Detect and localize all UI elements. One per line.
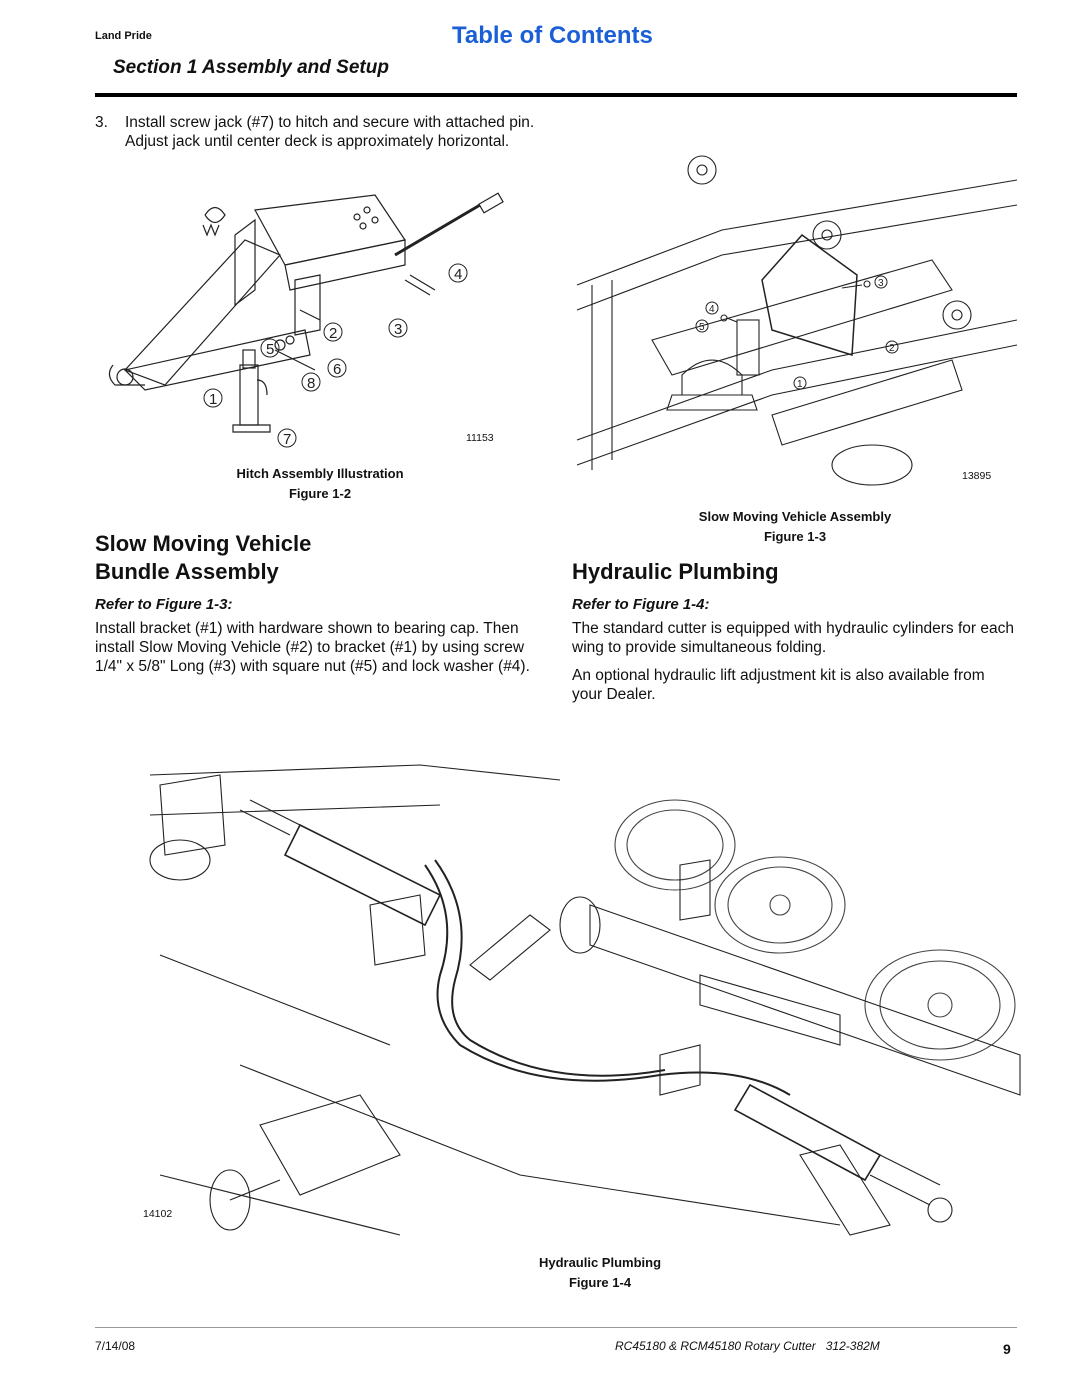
callout-4: 4 bbox=[454, 266, 462, 283]
step-text: Install screw jack (#7) to hitch and sec… bbox=[125, 114, 535, 150]
figure-1-4-caption: Hydraulic Plumbing Figure 1-4 bbox=[470, 1253, 730, 1293]
smv-section: Slow Moving Vehicle Bundle Assembly Refe… bbox=[95, 530, 545, 685]
figure-1-2-label: Figure 1-2 bbox=[288, 486, 352, 501]
figure-1-3-title: Slow Moving Vehicle Assembly bbox=[698, 509, 892, 524]
callout-6: 6 bbox=[333, 361, 341, 378]
figure-1-2-part-number: 11153 bbox=[466, 432, 494, 444]
callout-1: 1 bbox=[209, 391, 217, 408]
figure-1-4-title: Hydraulic Plumbing bbox=[538, 1255, 662, 1270]
hitch-assembly-illustration: 1 2 3 4 5 6 7 8 bbox=[105, 180, 535, 460]
hydraulic-plumbing-illustration bbox=[140, 755, 1025, 1255]
header-rule bbox=[95, 93, 1017, 97]
callout-3: 3 bbox=[878, 278, 884, 289]
footer-model: RC45180 & RCM45180 Rotary Cutter 312-382… bbox=[615, 1339, 880, 1353]
hydraulic-section: Hydraulic Plumbing Refer to Figure 1-4: … bbox=[572, 558, 1017, 713]
hydraulic-para-2: An optional hydraulic lift adjustment ki… bbox=[572, 667, 985, 703]
callout-3: 3 bbox=[394, 321, 402, 338]
section-title: Section 1 Assembly and Setup bbox=[113, 57, 389, 78]
callout-5: 5 bbox=[266, 341, 274, 358]
step-number: 3. bbox=[95, 114, 108, 131]
footer-rule bbox=[95, 1327, 1017, 1328]
callout-7: 7 bbox=[283, 431, 291, 448]
hydraulic-heading: Hydraulic Plumbing bbox=[572, 559, 779, 584]
figure-1-3-caption: Slow Moving Vehicle Assembly Figure 1-3 bbox=[650, 507, 940, 547]
figure-1-2-caption: Hitch Assembly Illustration Figure 1-2 bbox=[200, 464, 440, 504]
smv-assembly-illustration: 1 2 3 4 5 bbox=[572, 140, 1017, 500]
figure-1-4-part-number: 14102 bbox=[143, 1208, 173, 1220]
footer-date: 7/14/08 bbox=[95, 1339, 136, 1353]
callout-2: 2 bbox=[329, 325, 337, 342]
page-number: 9 bbox=[1003, 1341, 1011, 1357]
callout-5: 5 bbox=[699, 322, 705, 333]
brand-name: Land Pride bbox=[95, 30, 152, 42]
hydraulic-para-1: The standard cutter is equipped with hyd… bbox=[572, 620, 1014, 656]
callout-4: 4 bbox=[709, 304, 715, 315]
smv-heading: Slow Moving Vehicle Bundle Assembly bbox=[95, 531, 312, 584]
smv-refer: Refer to Figure 1-3: bbox=[95, 596, 233, 613]
callout-2: 2 bbox=[889, 343, 895, 354]
figure-1-3-label: Figure 1-3 bbox=[763, 529, 827, 544]
figure-1-3-part-number: 13895 bbox=[962, 470, 992, 482]
hydraulic-refer: Refer to Figure 1-4: bbox=[572, 596, 710, 613]
figure-1-4-label: Figure 1-4 bbox=[568, 1275, 632, 1290]
callout-8: 8 bbox=[307, 375, 315, 392]
table-of-contents-link[interactable]: Table of Contents bbox=[452, 22, 653, 49]
figure-1-2-title: Hitch Assembly Illustration bbox=[236, 466, 404, 481]
smv-text: Install bracket (#1) with hardware shown… bbox=[95, 620, 530, 675]
callout-1: 1 bbox=[797, 379, 803, 390]
step-3: 3. Install screw jack (#7) to hitch and … bbox=[95, 113, 545, 151]
